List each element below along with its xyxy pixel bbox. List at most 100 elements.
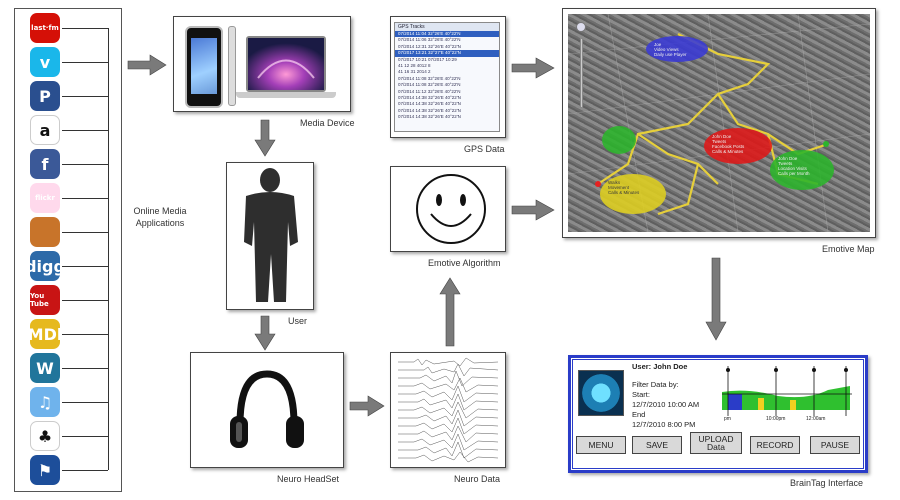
map-bubble-line: Tweets: [712, 139, 727, 144]
braintag-end-label: End: [632, 410, 646, 419]
save-button[interactable]: SAVE: [632, 436, 682, 454]
neuro-headset-caption: Neuro HeadSet: [277, 474, 340, 484]
menu-button[interactable]: MENU: [576, 436, 626, 454]
map-bubble-line: Facebook Posts: [712, 144, 745, 149]
smiley-face: [412, 170, 490, 248]
online-media-label: Online Media Applications: [128, 205, 192, 229]
braintag-start-label: Start:: [632, 390, 650, 399]
gps-track-row[interactable]: 07/2014 14:38 32°26'E 40°22'N: [398, 114, 461, 120]
flickr-icon[interactable]: flickr: [30, 183, 60, 213]
gps-track-row[interactable]: 07/2014 11:06 32°26'E 40°22'N: [398, 37, 461, 43]
gps-track-row[interactable]: 07/2014 11:08 32°26'E 40°22'N: [398, 82, 461, 88]
arrow-algorithm-to-map: [511, 199, 555, 221]
myspace-icon[interactable]: ⚑: [30, 455, 60, 485]
app-connector-line: [62, 198, 108, 199]
gps-track-row[interactable]: 07/2017 10:21 07/2017 10:29: [398, 56, 457, 62]
gps-track-row[interactable]: 07/2014 12:31 32°26'E 40°22'N: [398, 43, 461, 49]
record-button[interactable]: RECORD: [750, 436, 800, 454]
neuro-data-caption: Neuro Data: [454, 474, 501, 484]
map-bubble-line: Tweets: [778, 161, 793, 166]
gps-list-title: GPS Tracks: [395, 23, 499, 31]
gps-track-row[interactable]: 07/2014 11:04 32°26'E 40°22'N: [395, 31, 499, 38]
headphones-icon: [230, 370, 304, 448]
map-zoom-control[interactable]: [576, 22, 586, 112]
braintag-timeline[interactable]: [718, 362, 856, 426]
pause-button[interactable]: PAUSE: [810, 436, 860, 454]
gps-track-row[interactable]: 07/2014 14:38 32°26'E 40°22'N: [398, 94, 461, 100]
eeg-traces: [394, 356, 502, 464]
app-connector-line: [62, 266, 108, 267]
media-device-caption: Media Device: [300, 118, 355, 128]
headset-image: [190, 352, 344, 468]
digg-icon[interactable]: digg: [30, 251, 60, 281]
map-bubble-line: John Doe: [712, 134, 732, 139]
app-connector-line: [62, 470, 108, 471]
map-bubble-green-left[interactable]: [602, 126, 636, 154]
upload-data-button[interactable]: UPLOAD Data: [690, 432, 742, 454]
map-bubble-line: Calls & Minutes: [608, 190, 640, 195]
map-bubble-line: Video Views: [654, 47, 679, 52]
map-bubble-line: Walks: [608, 180, 621, 185]
app-connector-line: [62, 368, 108, 369]
map-bubble-line: Movement: [608, 185, 630, 190]
braintag-end-value[interactable]: 12/7/2010 8:00 PM: [632, 420, 696, 429]
itunes-icon[interactable]: ♫: [30, 387, 60, 417]
youtube-icon[interactable]: You Tube: [30, 285, 60, 315]
map-bubble-line: Calls & Minutes: [712, 149, 744, 154]
app-connector-line: [62, 300, 108, 301]
online-media-label-line-2: Applications: [135, 218, 185, 228]
user-caption: User: [288, 316, 308, 326]
smartphone-screen: [191, 38, 217, 94]
phone-side-image: [228, 26, 236, 106]
gps-track-row[interactable]: 07/2017 13:21 32°27'E 40°22'N: [395, 50, 499, 57]
arrow-gps-to-map: [511, 57, 555, 79]
braintag-caption: BrainTag Interface: [790, 478, 864, 488]
arrow-headset-to-neurodata: [349, 395, 385, 417]
app-connector-line: [62, 334, 108, 335]
app-connector-line: [62, 164, 108, 165]
app-connector-line: [62, 96, 108, 97]
braintag-start-value[interactable]: 12/7/2010 10:00 AM: [632, 400, 700, 409]
timeline-tick-2: 10:00pm: [766, 416, 786, 422]
ilike-icon[interactable]: ♣: [30, 421, 60, 451]
picasa-icon[interactable]: P: [30, 81, 60, 111]
braintag-filter-label: Filter Data by:: [632, 380, 679, 389]
map-pan-icon[interactable]: [576, 22, 586, 32]
lastfm-icon[interactable]: last·fm: [30, 13, 60, 43]
gps-track-row[interactable]: 07/2014 11:08 32°26'E 40°22'N: [398, 75, 461, 81]
gps-track-row[interactable]: 41 16 31 2014 2: [398, 69, 431, 75]
gps-track-list[interactable]: GPS Tracks 07/2014 11:04 32°26'E 40°22'N…: [394, 22, 500, 132]
facebook-icon[interactable]: f: [30, 149, 60, 179]
online-media-label-line-1: Online Media: [133, 206, 187, 216]
map-bubble-line: Location Visits: [778, 166, 807, 171]
user-silhouette: [226, 162, 314, 310]
map-zoom-slider[interactable]: [579, 38, 583, 108]
imdb-icon[interactable]: IMDb: [30, 319, 60, 349]
gps-track-row[interactable]: 41 12 28 4012 8: [398, 62, 431, 68]
gps-track-row[interactable]: 07/2014 11:12 32°26'E 40°22'N: [398, 88, 461, 94]
smiley-face-icon: [416, 174, 486, 244]
timeline-tick-3: 12:00am: [806, 416, 826, 422]
arrow-apps-to-device: [127, 54, 167, 76]
app-connector-bus: [108, 28, 109, 470]
app-connector-line: [62, 232, 108, 233]
app-connector-line: [62, 28, 108, 29]
map-bubble-line: Joe: [654, 42, 662, 47]
ibooks-icon[interactable]: [30, 217, 60, 247]
amazon-icon[interactable]: a: [30, 115, 60, 145]
gps-track-row[interactable]: 07/2014 14:38 32°26'E 40°22'N: [398, 107, 461, 113]
emotive-algorithm-caption: Emotive Algorithm: [428, 258, 501, 268]
wordpress-icon[interactable]: W: [30, 353, 60, 383]
arrow-neurodata-to-algorithm: [439, 277, 461, 347]
smartphone-image: [185, 26, 223, 108]
app-connector-line: [62, 130, 108, 131]
app-connector-line: [62, 436, 108, 437]
gps-track-row[interactable]: 07/2014 14:38 32°26'E 40°22'N: [398, 101, 461, 107]
vimeo-icon[interactable]: v: [30, 47, 60, 77]
